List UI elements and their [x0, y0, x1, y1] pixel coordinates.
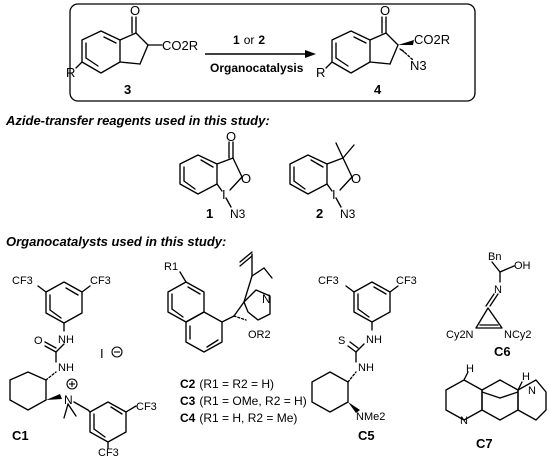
c1-urea-o: O [34, 335, 43, 347]
reagent-2-label: 2 [316, 206, 323, 221]
c7-n-left: N [460, 415, 468, 427]
c6-imine-n: N [494, 284, 502, 296]
c2-n: N [262, 292, 271, 306]
reagent-1-o-carbonyl: O [226, 129, 236, 144]
c4-row: C4(R1 = H, R2 = Me) [180, 411, 297, 425]
product-n3: N3 [410, 58, 427, 73]
reagent-1-label: 1 [206, 206, 213, 221]
c5-thiourea-s: S [338, 335, 345, 347]
substrate-ketone-o: O [130, 3, 140, 18]
catalyst-heading: Organocatalysts used in this study: [6, 234, 226, 249]
reagent-2-structure [289, 142, 355, 208]
product-co2r: CO2R [414, 32, 450, 47]
c7-h-right: H [522, 371, 530, 383]
c5-cf3-left: CF3 [318, 275, 339, 287]
c1-cf3-right: CF3 [90, 275, 111, 287]
c7-structure [445, 371, 547, 421]
c6-ncy2: NCy2 [504, 329, 532, 341]
reagent-1-o-ring: O [241, 171, 251, 186]
c3-row: C3(R1 = OMe, R2 = H) [180, 394, 307, 408]
reagent-1-structure [179, 141, 243, 208]
c7-n-right: N [528, 385, 536, 397]
c1-iodide: I [100, 346, 104, 361]
azide-heading: Azide-transfer reagents used in this stu… [5, 113, 270, 128]
c7-h-left: H [466, 363, 474, 375]
substrate-co2r: CO2R [162, 38, 198, 53]
reaction-arrowhead [305, 50, 316, 58]
c2-row: C2(R1 = R2 = H) [180, 377, 274, 391]
c5-nh-top: NH [366, 334, 382, 346]
c6-cy2n: Cy2N [446, 329, 474, 341]
product-4-structure [325, 16, 414, 74]
product-label: 4 [374, 82, 382, 97]
c1-nh-bottom: NH [58, 362, 74, 374]
c1-nh-top: NH [58, 334, 74, 346]
reagent-2-n3: N3 [340, 207, 356, 221]
product-r: R [316, 65, 325, 80]
c1-minus-charge [111, 346, 123, 358]
reagent-2-o-ring: O [351, 171, 361, 186]
c6-structure [475, 261, 515, 329]
c1-label: C1 [12, 428, 29, 443]
c6-oh: OH [514, 260, 531, 272]
reagent-2-i: I [332, 187, 336, 202]
reagent-1-i: I [222, 187, 226, 202]
c7-label: C7 [476, 436, 493, 451]
substrate-r: R [66, 65, 75, 80]
c2-r1: R1 [164, 261, 178, 273]
c5-structure [311, 281, 399, 413]
c1-structure [9, 281, 137, 449]
c1-ammonium-n: N [64, 393, 73, 407]
c1-cf3-left: CF3 [12, 275, 33, 287]
c2-or2: OR2 [248, 329, 271, 341]
reagent-1-n3: N3 [230, 207, 246, 221]
substrate-3-structure [75, 16, 163, 74]
c2-c4-structure [167, 251, 273, 353]
c1-plus-charge [66, 378, 78, 390]
c5-nme2: NMe2 [356, 411, 385, 423]
c6-label: C6 [494, 344, 511, 359]
c1-cf3-benzyl-top: CF3 [136, 401, 157, 413]
substrate-label: 3 [124, 82, 131, 97]
product-ketone-o: O [380, 3, 390, 18]
c6-bn: Bn [488, 251, 501, 263]
conditions-text: Organocatalysis [210, 61, 304, 75]
c5-label: C5 [358, 428, 375, 443]
c5-nh-bottom: NH [358, 362, 374, 374]
reaction-box [69, 3, 476, 102]
c1-cf3-benzyl-bottom: CF3 [98, 447, 119, 457]
c5-cf3-right: CF3 [396, 275, 417, 287]
